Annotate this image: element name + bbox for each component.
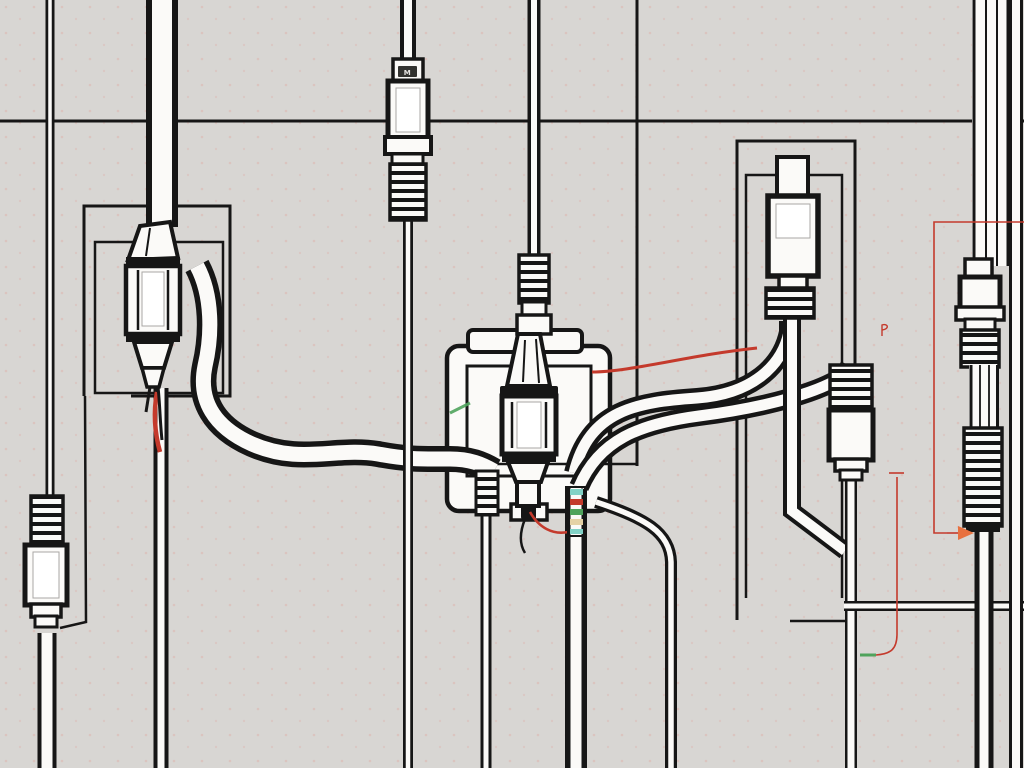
plug-tip [139,366,167,389]
fr-end-band [966,524,1000,532]
right-plug-connector [764,155,821,320]
right-plug-cap [775,155,810,200]
cable-core [573,363,855,490]
right-plug-panel [775,203,811,239]
red-pointer-line [860,472,904,657]
cable-box-right-curve [594,496,677,768]
stripe-tan [570,519,583,525]
fr-body [957,274,1003,313]
stripe-green [570,509,583,515]
plug-wire [156,386,164,441]
cable-box-to-inline-connector [569,361,859,492]
red-annotation-frame [933,221,1024,540]
inline-connector [826,363,876,482]
red-frame-lines [933,221,1024,534]
lb-body-panel [32,551,60,599]
cable-core [787,319,849,555]
cable-s-curve-to-box [185,259,501,483]
cable-core [568,321,795,475]
box-strain-relief-ribs [474,469,500,517]
center-step [515,313,553,336]
cable-left-plug-lower [152,388,169,768]
plate-drop-wire [59,395,88,630]
plug-body-panel [141,271,165,327]
center-body-panel [516,401,542,449]
cable-core [595,499,674,768]
lb-ribs [29,494,65,548]
plug-wire [144,386,152,413]
center-connector [499,253,559,554]
usb-cap-logo-plate [398,66,417,77]
left-plug-connector [123,219,183,441]
usb-connector: M [383,57,433,222]
inline-connector-ribs [828,363,874,413]
stripe-teal [570,489,583,495]
stripe-outline [567,486,586,537]
center-cone-line [522,339,526,383]
fr-long-ribs [962,426,1004,528]
stripe-red [570,499,583,505]
inline-connector-body [826,407,876,463]
colored-wires [449,346,758,537]
cable-core [190,262,498,478]
center-bottom-band [502,452,556,462]
usb-collar [383,135,433,156]
cable-right-plug-lower [783,319,851,559]
usb-body-panel [395,87,421,133]
center-taper [505,460,551,484]
cable-far-right-top [972,0,1010,266]
cable-core [972,0,1010,266]
red-arrowhead [958,526,974,540]
center-tip [515,480,541,508]
red-wire-box-to-plate [591,346,758,374]
plug-taper [131,340,175,370]
center-wire [519,518,527,554]
plug-bottom-band [126,332,180,342]
lb-tip [33,614,59,629]
red-wire-under-box [528,511,569,534]
small-red-mark [881,323,888,336]
plug-nose-line [145,227,151,257]
stripe-teal [570,529,583,534]
left-bottom-connector [22,494,70,629]
green-wire-crossing [449,401,471,415]
right-plug-strain-relief-ribs [764,286,816,320]
striped-wire-segment [567,486,586,537]
red-wire-segment [152,391,163,453]
inline-connector-tip [838,468,864,482]
usb-strain-relief-ribs [388,162,428,222]
center-cone-line [535,338,540,384]
center-strain-relief-ribs [517,253,551,305]
plug-top-band [126,257,180,267]
cable-box-to-right-plug [564,321,799,476]
usb-cap-label: M [404,69,411,77]
fr-upper-ribs [959,328,1001,369]
pointer-stem [875,477,898,656]
far-right-connector [954,257,1006,532]
fr-mid-cable [969,365,999,431]
